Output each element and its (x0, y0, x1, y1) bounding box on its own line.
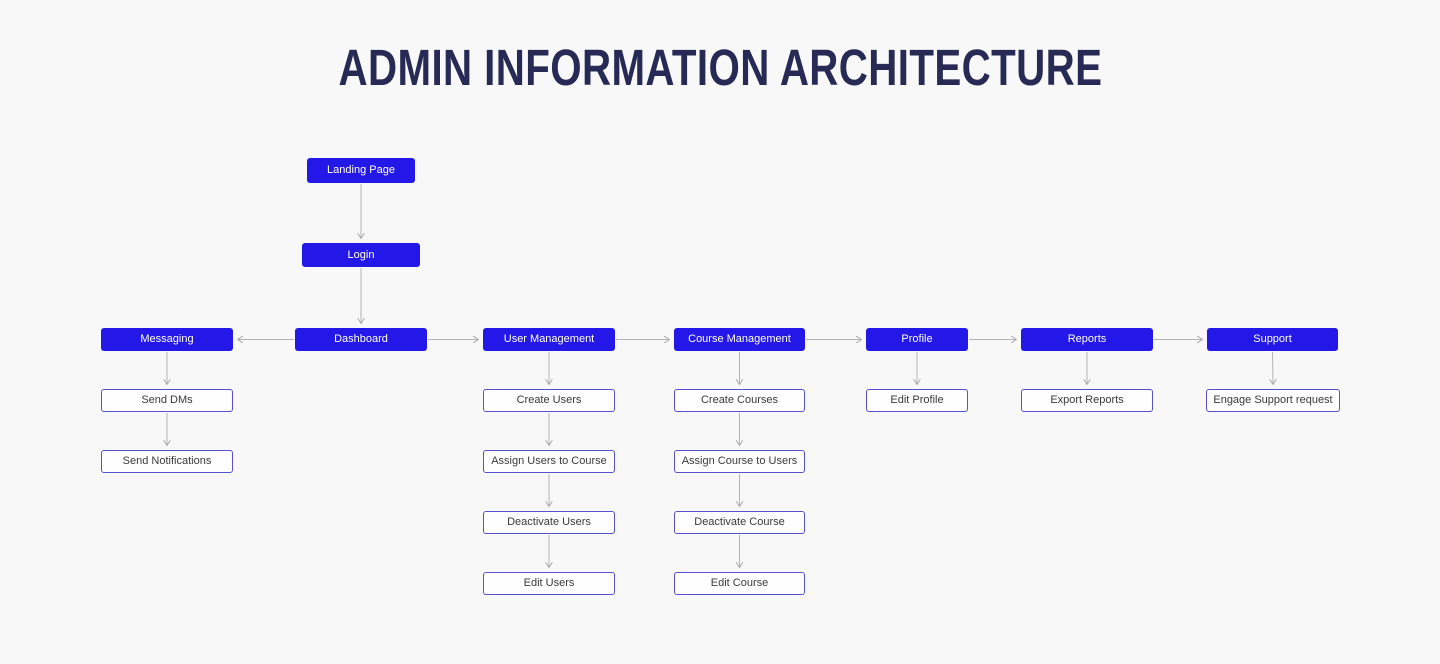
node-assign-users-to-course[interactable]: Assign Users to Course (483, 450, 615, 473)
node-label: Assign Users to Course (491, 455, 607, 467)
node-send-dms[interactable]: Send DMs (101, 389, 233, 412)
node-label: Create Users (516, 394, 582, 406)
node-label: Edit Users (523, 577, 575, 589)
node-create-courses[interactable]: Create Courses (674, 389, 805, 412)
node-login[interactable]: Login (302, 243, 420, 267)
node-edit-profile[interactable]: Edit Profile (866, 389, 968, 412)
node-assign-course-to-users[interactable]: Assign Course to Users (674, 450, 805, 473)
node-label: Reports (1067, 333, 1107, 345)
node-profile[interactable]: Profile (866, 328, 968, 351)
node-label: Edit Profile (890, 394, 944, 406)
node-label: Create Courses (700, 394, 779, 406)
node-landing-page[interactable]: Landing Page (307, 158, 415, 183)
node-export-reports[interactable]: Export Reports (1021, 389, 1153, 412)
node-edit-course[interactable]: Edit Course (674, 572, 805, 595)
node-label: Assign Course to Users (681, 455, 798, 467)
page-title: ADMIN INFORMATION ARCHITECTURE (0, 39, 1440, 96)
node-messaging[interactable]: Messaging (101, 328, 233, 351)
node-label: Edit Course (710, 577, 769, 589)
node-engage-support-request[interactable]: Engage Support request (1206, 389, 1340, 412)
node-dashboard[interactable]: Dashboard (295, 328, 427, 351)
node-label: Login (347, 248, 375, 261)
node-label: Support (1253, 333, 1292, 345)
node-edit-users[interactable]: Edit Users (483, 572, 615, 595)
node-label: Profile (901, 333, 933, 345)
node-user-management[interactable]: User Management (483, 328, 615, 351)
node-support[interactable]: Support (1207, 328, 1338, 351)
node-label: Export Reports (1050, 394, 1124, 406)
node-deactivate-course[interactable]: Deactivate Course (674, 511, 805, 534)
node-label: User Management (503, 333, 595, 345)
node-label: Landing Page (327, 164, 395, 176)
node-create-users[interactable]: Create Users (483, 389, 615, 412)
node-label: Course Management (688, 333, 791, 345)
node-deactivate-users[interactable]: Deactivate Users (483, 511, 615, 534)
node-label: Messaging (140, 333, 194, 345)
node-course-management[interactable]: Course Management (674, 328, 805, 351)
node-send-notifications[interactable]: Send Notifications (101, 450, 233, 473)
node-label: Deactivate Course (694, 516, 785, 528)
node-label: Dashboard (334, 333, 388, 345)
edge-support-to-engage-support-request (1269, 351, 1277, 385)
node-label: Engage Support request (1213, 394, 1333, 406)
node-label: Send Notifications (122, 455, 212, 467)
node-reports[interactable]: Reports (1021, 328, 1153, 351)
page-title-text: ADMIN INFORMATION ARCHITECTURE (338, 39, 1102, 96)
node-label: Send DMs (141, 394, 193, 406)
edge-lines (163, 184, 1277, 568)
node-label: Deactivate Users (507, 516, 591, 528)
